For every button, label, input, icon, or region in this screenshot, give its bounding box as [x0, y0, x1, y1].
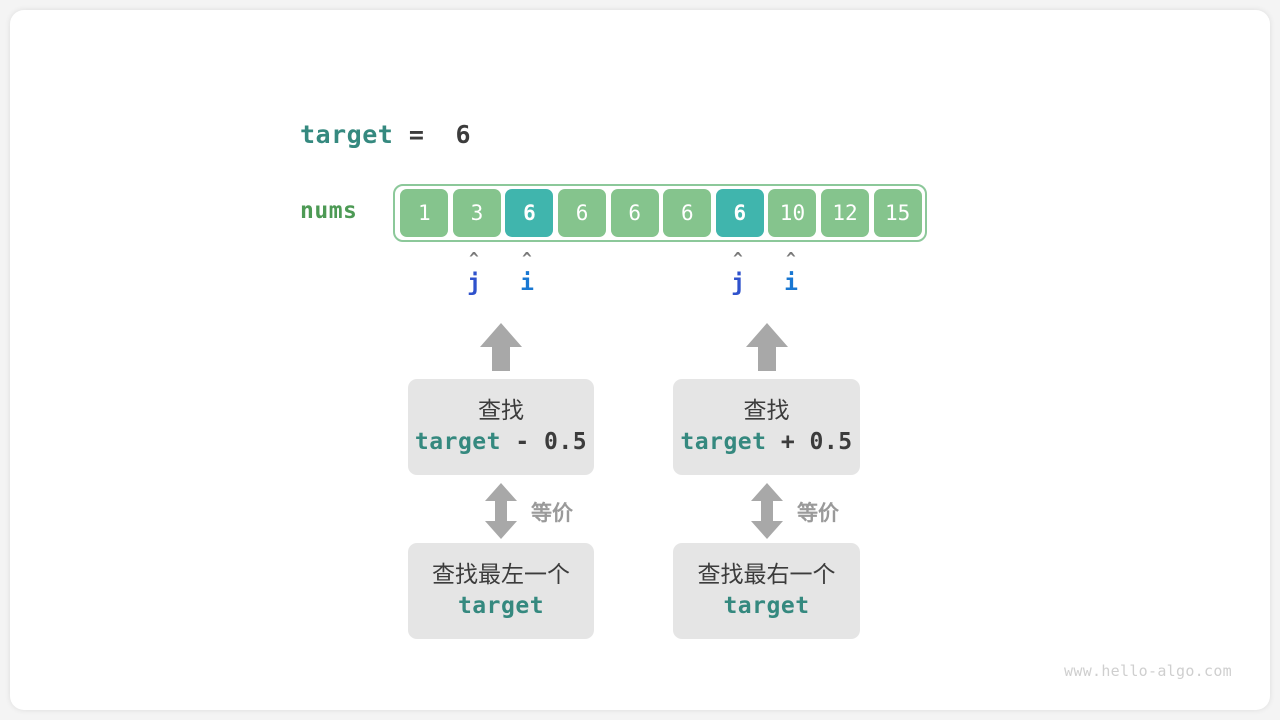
pointer-i-right: ^ i [776, 249, 806, 297]
arrow-double-icon-right [750, 483, 784, 539]
nums-array: 1 3 6 6 6 6 6 10 12 15 [393, 184, 927, 242]
array-cell: 12 [821, 189, 870, 237]
pointer-label: i [784, 270, 798, 296]
pointer-j-right: ^ j [723, 249, 753, 297]
equivalence-label-left: 等价 [531, 501, 573, 525]
box-line-variable: target [723, 593, 810, 619]
expression-variable: target [414, 429, 501, 455]
equivalence-box-top-left: 查找 target - 0.5 [408, 379, 594, 475]
caret-icon: ^ [786, 249, 796, 268]
watermark: www.hello-algo.com [1064, 662, 1232, 680]
pointer-j-left: ^ j [459, 249, 489, 297]
target-variable-name: target [300, 120, 394, 149]
array-cell-highlighted: 6 [505, 189, 554, 237]
pointer-label: j [731, 270, 745, 296]
arrow-double-icon-left [484, 483, 518, 539]
box-line-search: 查找 [743, 398, 790, 424]
array-cell: 3 [452, 189, 501, 237]
target-value: 6 [455, 120, 472, 149]
array-cell: 15 [873, 189, 922, 237]
caret-icon: ^ [469, 249, 479, 268]
target-declaration: target = 6 [300, 120, 471, 149]
equivalence-box-top-right: 查找 target + 0.5 [673, 379, 860, 475]
caret-icon: ^ [522, 249, 532, 268]
box-line-description: 查找最右一个 [697, 562, 836, 588]
array-cell-highlighted: 6 [715, 189, 764, 237]
equivalence-label-right: 等价 [797, 501, 839, 525]
pointer-label: j [467, 270, 481, 296]
expression-operator: - 0.5 [501, 429, 588, 455]
box-line-variable: target [457, 593, 545, 619]
expression-operator: + 0.5 [766, 429, 853, 455]
array-label: nums [300, 198, 358, 224]
equivalence-box-bottom-right: 查找最右一个 target [673, 543, 860, 639]
caret-icon: ^ [733, 249, 743, 268]
arrow-up-icon-right [745, 323, 789, 371]
array-cell: 6 [558, 189, 607, 237]
expression-variable: target [680, 429, 767, 455]
box-line-expression: target + 0.5 [680, 426, 852, 458]
array-cell: 1 [400, 189, 449, 237]
array-cell: 6 [663, 189, 712, 237]
equals-sign: = [408, 120, 425, 149]
arrow-up-icon-left [479, 323, 523, 371]
diagram-card: target = 6 nums 1 3 6 6 6 6 6 10 12 15 ^… [10, 10, 1270, 710]
box-line-expression: target - 0.5 [415, 426, 587, 458]
array-cell: 6 [610, 189, 659, 237]
array-cell: 10 [768, 189, 817, 237]
box-line-search: 查找 [478, 398, 524, 424]
equivalence-box-bottom-left: 查找最左一个 target [408, 543, 594, 639]
pointer-i-left: ^ i [512, 249, 542, 297]
box-line-description: 查找最左一个 [432, 562, 570, 588]
pointer-label: i [520, 270, 534, 296]
